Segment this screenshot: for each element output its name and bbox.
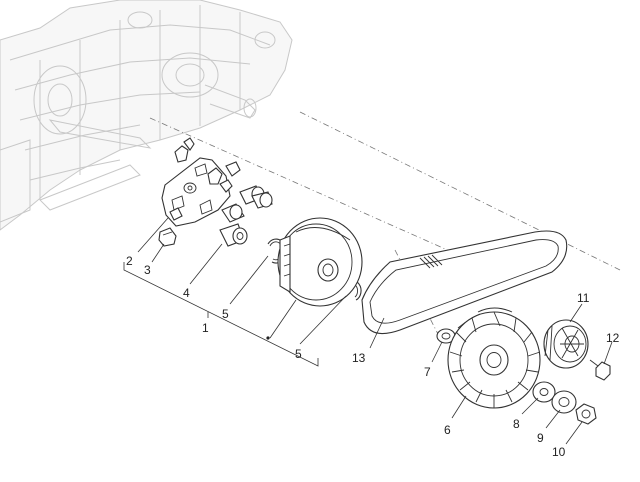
nut xyxy=(575,403,597,425)
variator-back-plate xyxy=(161,157,231,227)
washer-9 xyxy=(551,390,577,414)
callout-labels: 1 2 3 4 5 5 6 7 8 9 10 11 12 13 xyxy=(126,254,620,459)
callout-7: 7 xyxy=(424,365,431,379)
slider-piece xyxy=(158,227,177,247)
callout-5-upper: 5 xyxy=(222,307,229,321)
variator-front-pulley xyxy=(277,217,363,307)
drive-belt xyxy=(361,230,568,335)
callout-10: 10 xyxy=(552,445,566,459)
variator-rollers xyxy=(219,185,273,247)
plate-clips xyxy=(174,137,241,193)
reference-dot xyxy=(266,336,270,340)
callout-13: 13 xyxy=(352,351,366,365)
idler-pulley xyxy=(543,319,589,369)
callout-2: 2 xyxy=(126,254,133,268)
assembly-bracket xyxy=(123,262,319,367)
callout-4: 4 xyxy=(183,286,190,300)
callout-1: 1 xyxy=(202,321,209,335)
leader-lines xyxy=(137,217,613,445)
callout-9: 9 xyxy=(537,431,544,445)
callout-8: 8 xyxy=(513,417,520,431)
cooling-fan-pulley xyxy=(447,307,541,409)
bolt xyxy=(589,359,611,381)
callout-3: 3 xyxy=(144,263,151,277)
callout-11: 11 xyxy=(577,291,590,305)
callout-5-lower: 5 xyxy=(295,347,302,361)
engine-crankcase-ghost xyxy=(0,0,293,231)
spacer-washer-8 xyxy=(532,381,556,403)
callout-6: 6 xyxy=(444,423,451,437)
callout-12: 12 xyxy=(606,331,620,345)
